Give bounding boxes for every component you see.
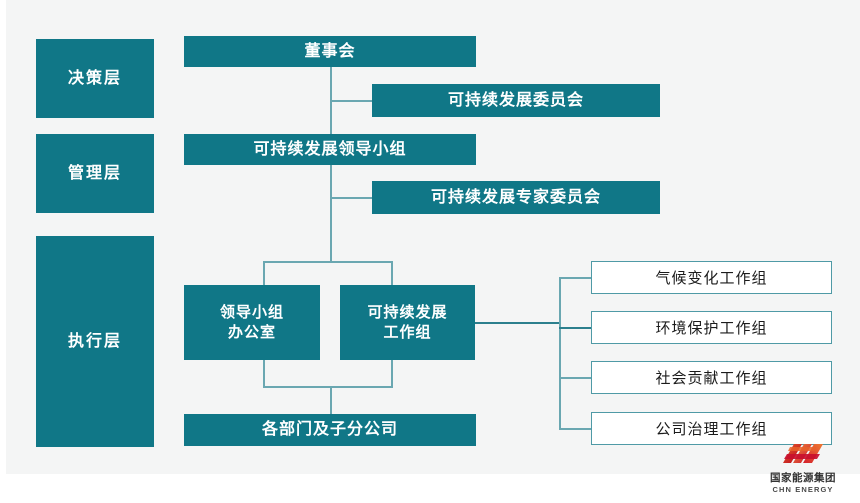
working-group-social[interactable]: 社会贡献工作组 [591, 361, 832, 394]
connector-leading-group-trunk [330, 164, 332, 262]
logo-name-cn: 国家能源集团 [770, 472, 836, 484]
node-sustainability-expert-committee[interactable]: 可持续发展专家委员会 [372, 181, 660, 214]
node-leading-group-office-line2: 办公室 [227, 323, 276, 341]
layer-label-execution: 执行层 [36, 236, 154, 447]
layer-label-management: 管理层 [36, 134, 154, 213]
connector-board-to-committee [330, 100, 372, 102]
connector-execution-split-bar [263, 261, 393, 263]
node-sustainability-committee[interactable]: 可持续发展委员会 [372, 84, 660, 117]
connector-to-working-group [391, 261, 393, 286]
logo-name-en: CHN ENERGY [772, 485, 834, 494]
working-group-environment[interactable]: 环境保护工作组 [591, 311, 832, 344]
connector-merge-bar [263, 386, 393, 388]
connector-group-office-down [263, 360, 265, 387]
connector-to-group-office [263, 261, 265, 286]
node-board-of-directors[interactable]: 董事会 [184, 36, 476, 67]
connector-to-departments [330, 386, 332, 414]
company-logo: 国家能源集团 CHN ENERGY [760, 441, 846, 497]
connector-leading-group-to-expert-committee [330, 197, 372, 199]
working-group-governance[interactable]: 公司治理工作组 [591, 412, 832, 445]
layer-label-decision: 决策层 [36, 39, 154, 118]
working-group-climate[interactable]: 气候变化工作组 [591, 261, 832, 294]
node-departments-and-subsidiaries[interactable]: 各部门及子分公司 [184, 414, 476, 446]
connector-branch-environment [559, 327, 591, 329]
connector-branch-social [559, 377, 591, 379]
connector-branch-governance [559, 428, 591, 430]
connector-working-groups-trunk [559, 277, 561, 429]
connector-branch-climate [559, 277, 591, 279]
node-sustainability-working-group-line1: 可持续发展 [367, 303, 448, 321]
node-sustainability-working-group-line2: 工作组 [383, 323, 432, 341]
chn-energy-emblem-icon [780, 441, 826, 469]
connector-working-group-down [391, 360, 393, 387]
node-sustainability-working-group[interactable]: 可持续发展 工作组 [340, 285, 475, 360]
node-leading-group-office[interactable]: 领导小组 办公室 [184, 285, 320, 360]
connector-working-group-to-trunk [475, 322, 561, 324]
node-leading-group-office-line1: 领导小组 [219, 303, 284, 321]
node-sustainability-leading-group[interactable]: 可持续发展领导小组 [184, 134, 476, 165]
